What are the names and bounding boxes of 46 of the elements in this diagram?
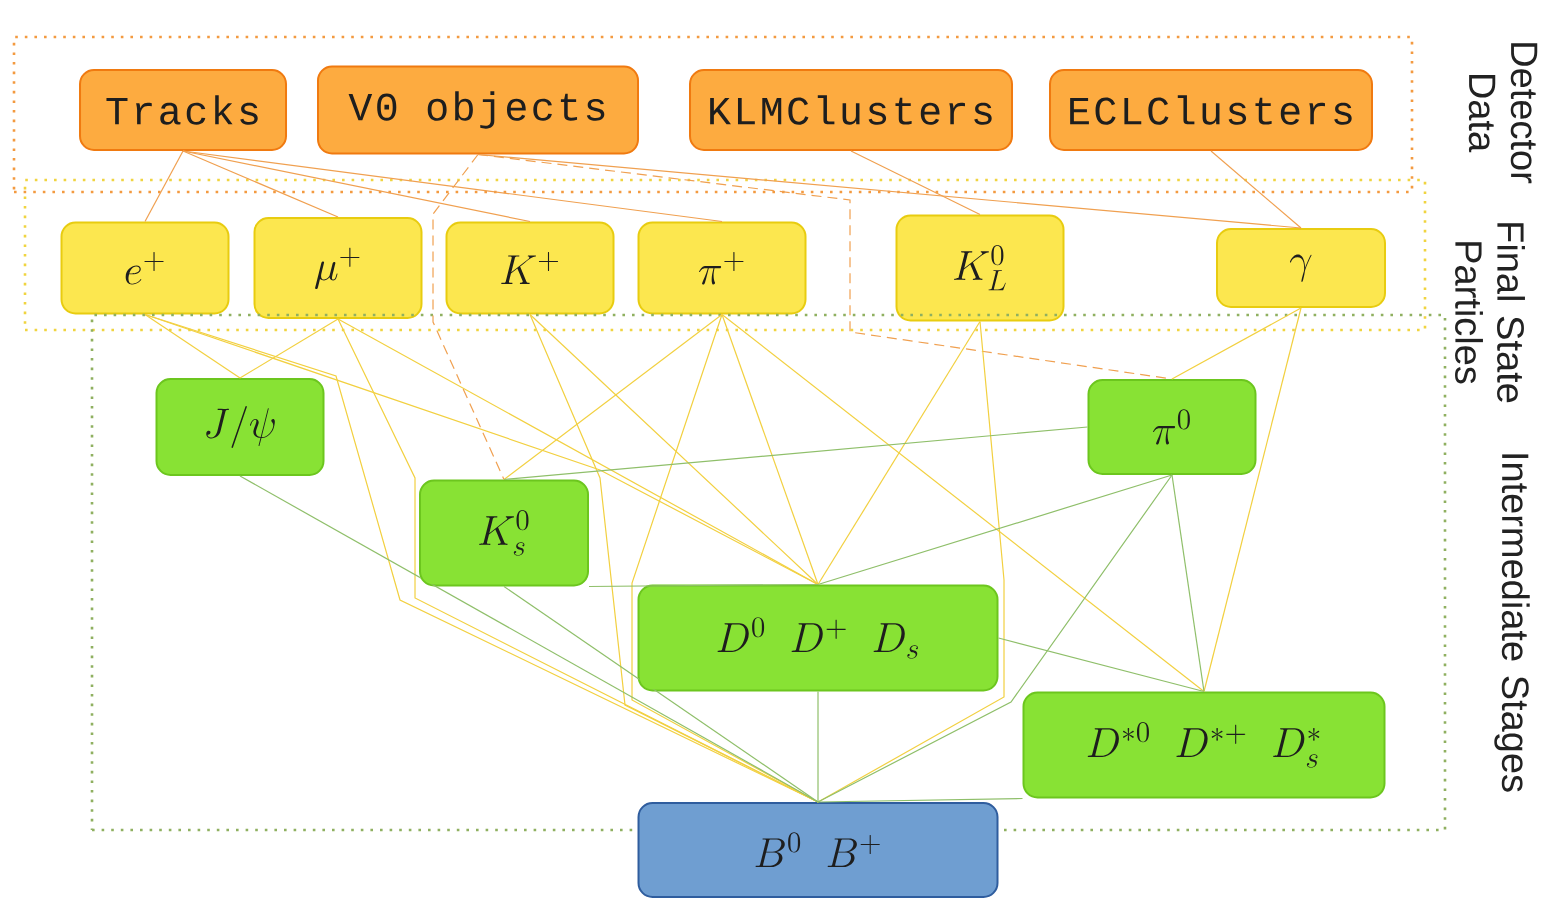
group-label: Intermediate Stages [1494, 454, 1530, 792]
connector-line [144, 313, 241, 379]
particle-box: $B^0\ \ B^+$ [637, 802, 999, 898]
connector-line [721, 313, 819, 586]
connector-line [144, 313, 819, 803]
particle-box: $D^{*0}\ \ D^{*+}\ \ D_s^*$ [1022, 691, 1386, 799]
connector-line [503, 313, 723, 481]
connector-line [850, 150, 981, 216]
connector-line [997, 637, 1205, 693]
connector-line [1210, 150, 1302, 229]
connector-line [432, 153, 505, 481]
connector-line [503, 585, 819, 803]
connector-line [503, 426, 1089, 481]
connector-line [721, 313, 1205, 693]
particle-box: $\pi^0$ [1087, 379, 1257, 475]
connector-line [182, 150, 723, 223]
particle-box: $K_L^0$ [895, 214, 1065, 322]
connector-line [1171, 307, 1302, 380]
connector-line [1171, 474, 1205, 693]
connector-line [239, 318, 339, 379]
particle-box: $D^0\ \ D^+\ \ D_s$ [637, 584, 999, 692]
data-box: V0 objects [317, 65, 639, 155]
particle-box: $K_s^0$ [419, 479, 589, 587]
connector-line [182, 150, 339, 218]
group-label: Final State Particles [1455, 223, 1525, 403]
connector-line [817, 474, 1173, 586]
data-box: ECLClusters [1049, 69, 1373, 151]
connector-line [337, 318, 819, 586]
particle-box: $\pi^+$ [637, 221, 807, 315]
connector-line [588, 583, 819, 588]
connector-line [817, 797, 1024, 803]
data-box: Tracks [79, 69, 287, 151]
particle-box: $K^+$ [445, 221, 615, 315]
connector-line [1203, 307, 1302, 693]
connector-line [477, 153, 1302, 229]
connector-line [529, 313, 819, 586]
connector-line [817, 690, 819, 803]
group-label: Detector Data [1468, 43, 1538, 184]
particle-box: $\mu^+$ [253, 217, 423, 319]
connector-line [817, 320, 981, 586]
connector-line [817, 474, 1173, 803]
particle-box: $\gamma$ [1216, 228, 1386, 308]
data-box: KLMClusters [689, 69, 1013, 151]
connector-line [144, 150, 184, 223]
particle-box: $J/\psi$ [155, 378, 325, 476]
particle-box: $e^+$ [60, 221, 230, 315]
